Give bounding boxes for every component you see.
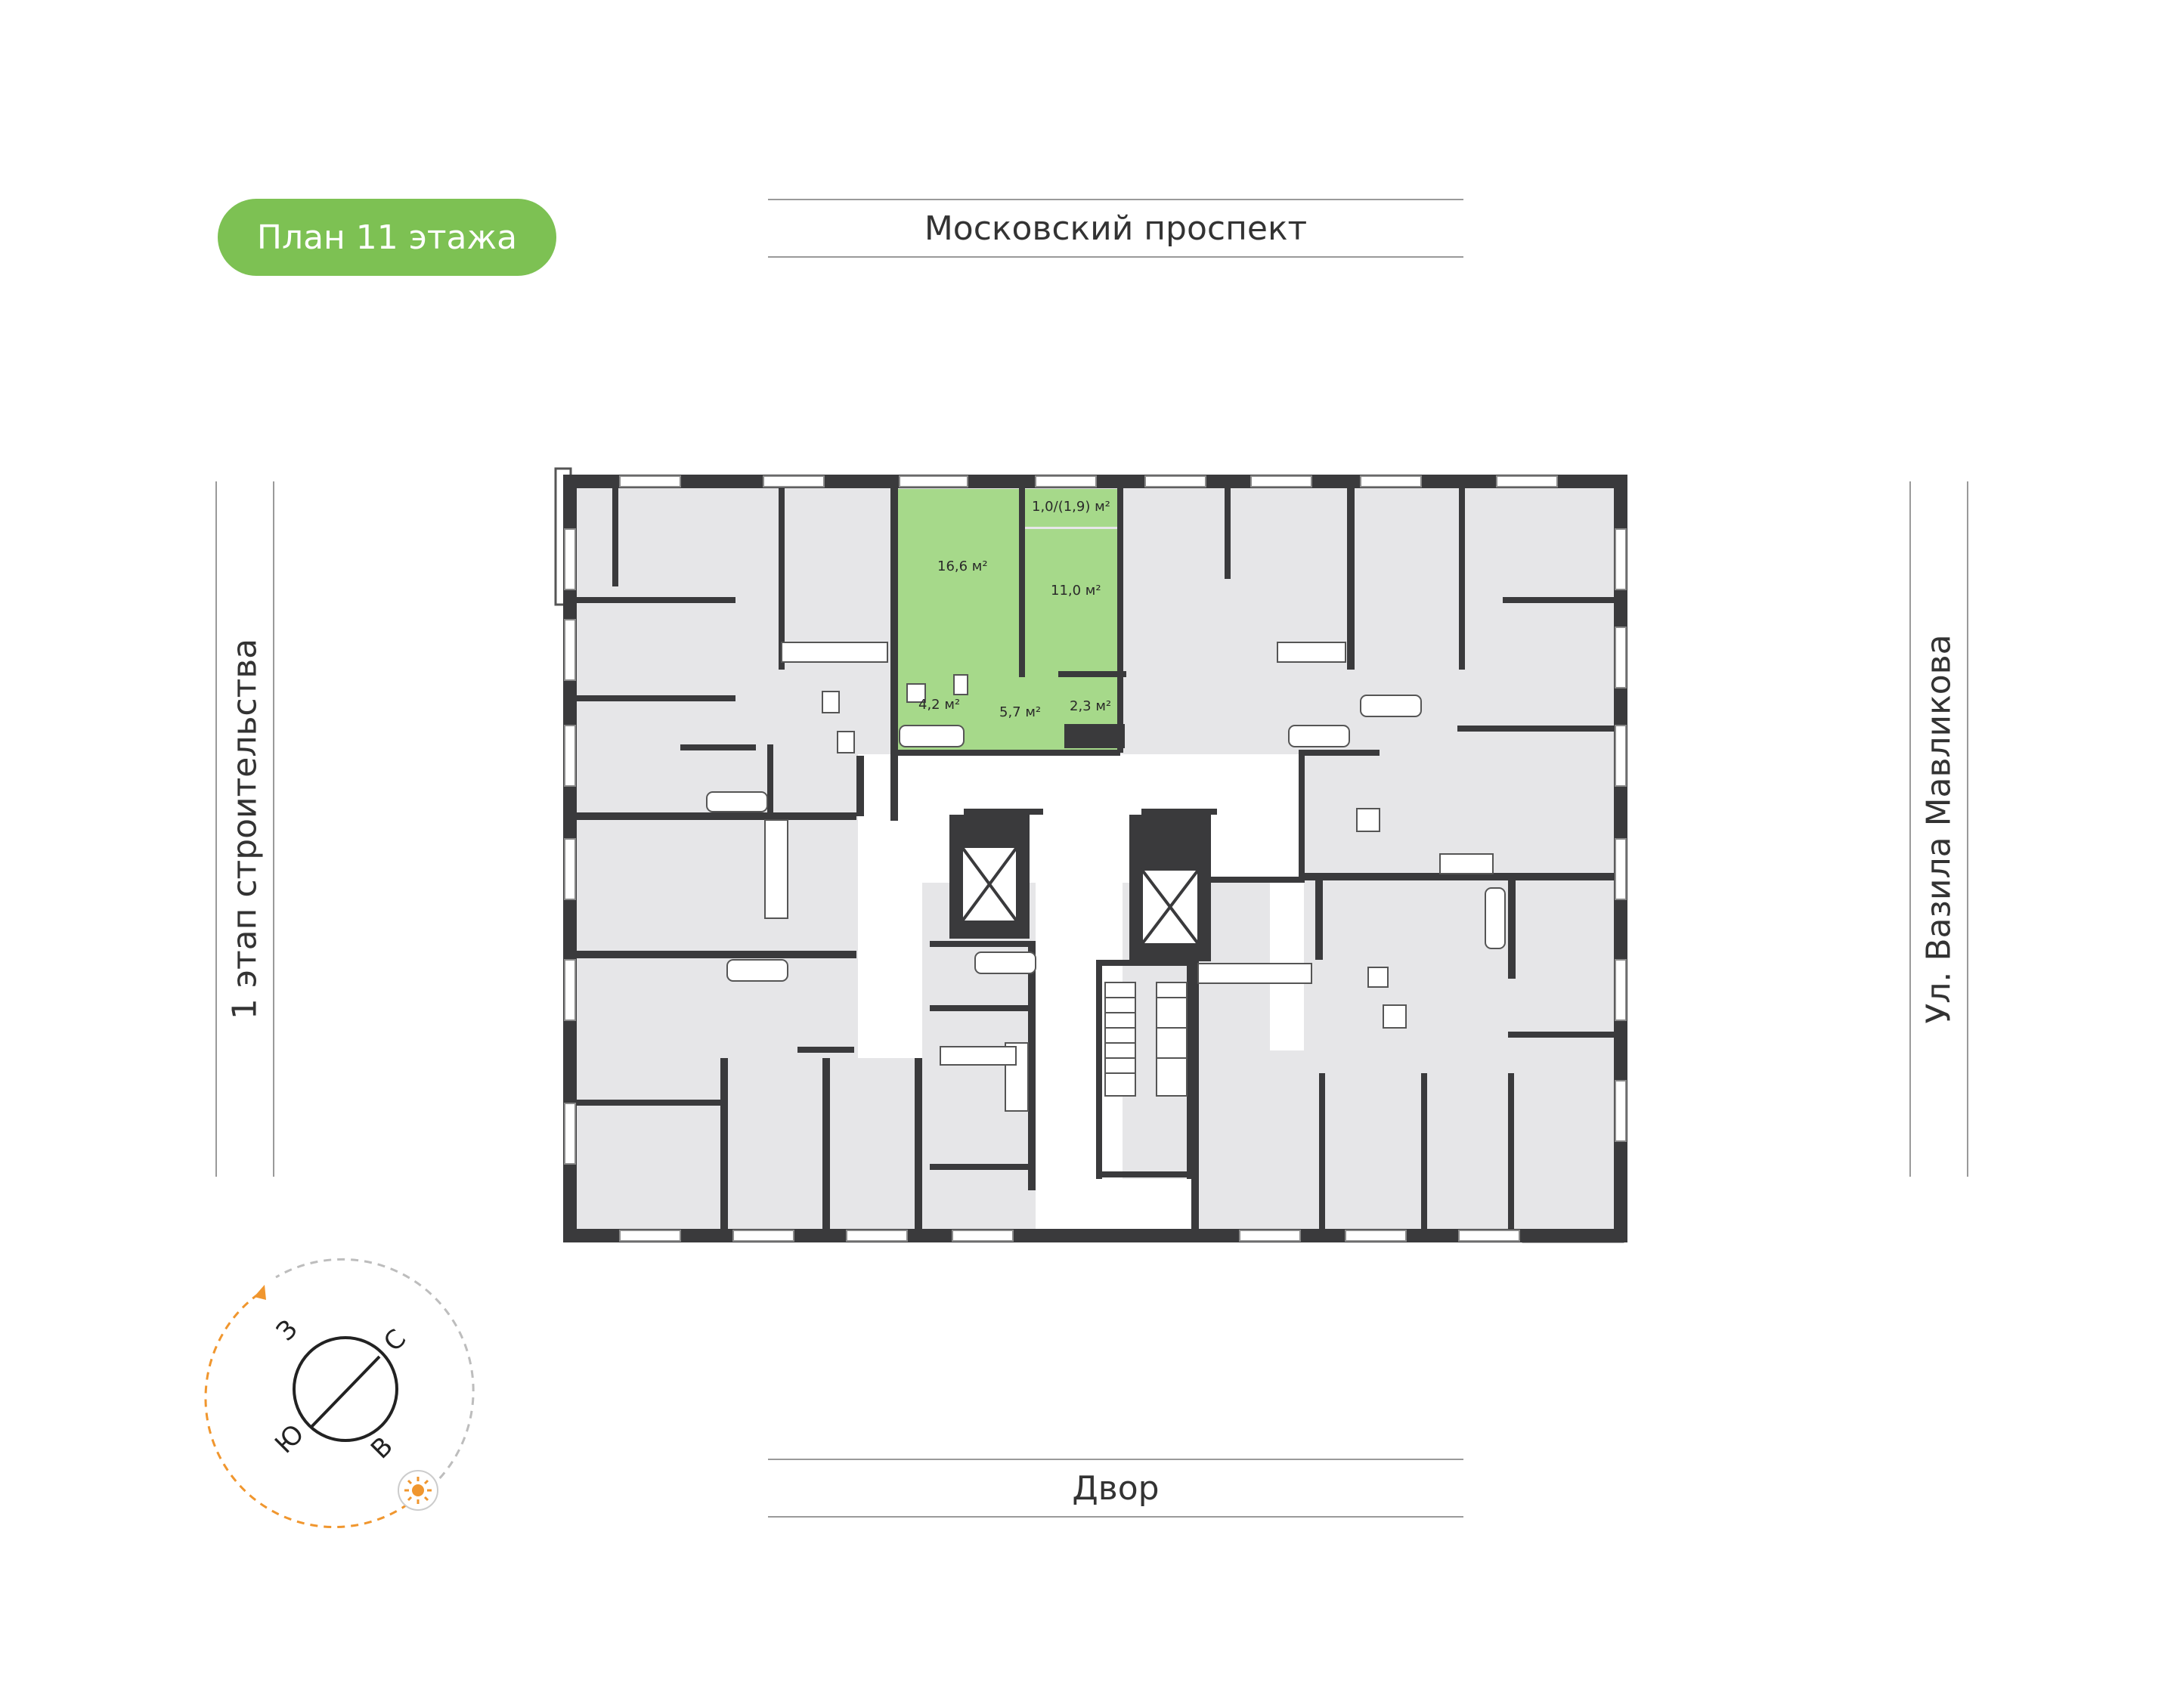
room-area-hall: 5,7 м²	[999, 704, 1041, 720]
interior-walls	[577, 488, 1614, 1229]
stairs-icon	[1104, 982, 1188, 1097]
compass-south: Ю	[269, 1419, 310, 1459]
elevator-icon	[949, 815, 1211, 961]
street-west: 1 этап строительства	[215, 481, 274, 1177]
compass-west: З	[271, 1314, 304, 1348]
room-areas: 16,6 м² 11,0 м² 1,0/(1,9) м² 4,2 м² 5,7 …	[918, 499, 1111, 720]
selected-apartment	[897, 489, 1120, 754]
street-north: Московский проспект	[768, 199, 1463, 258]
room-area-kitchen: 16,6 м²	[937, 559, 988, 574]
compass-east: В	[365, 1431, 399, 1465]
floor-badge: План 11 этажа	[218, 199, 556, 276]
sun-icon	[398, 1470, 438, 1511]
plumbing-fixtures	[706, 674, 1506, 1029]
room-area-bedroom: 11,0 м²	[1051, 583, 1101, 599]
street-south: Двор	[768, 1459, 1463, 1518]
kitchens	[764, 642, 1494, 1112]
room-area-balcony: 1,0/(1,9) м²	[1032, 499, 1110, 515]
windows	[564, 475, 1627, 1242]
street-east: Ул. Вазила Мавликова	[1909, 481, 1968, 1177]
room-area-storage: 2,3 м²	[1070, 698, 1111, 714]
room-area-bathroom: 4,2 м²	[918, 697, 960, 713]
